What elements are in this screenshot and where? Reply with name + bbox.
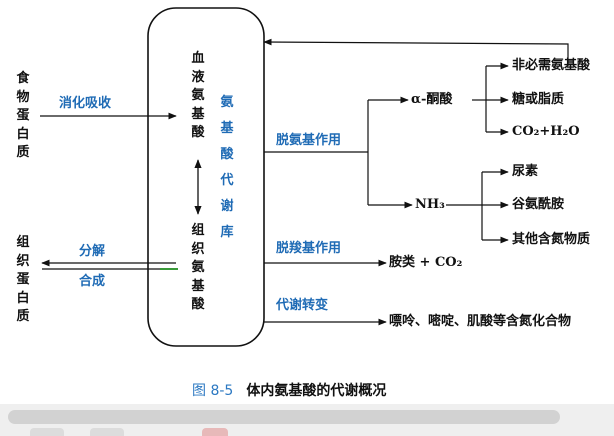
figure-title: 体内氨基酸的代谢概况 bbox=[246, 383, 387, 399]
sugar-or-fat-label: 糖或脂质 bbox=[512, 92, 565, 107]
toolbar-tab-3[interactable] bbox=[202, 428, 228, 436]
purine-pyrimidine-label: 嘌呤、嘧啶、肌酸等含氮化合物 bbox=[389, 314, 572, 329]
decompose-label: 分解 bbox=[79, 244, 106, 259]
glutamine-label: 谷氨酰胺 bbox=[512, 197, 565, 212]
toolbar-tab-1[interactable] bbox=[30, 428, 64, 436]
tissue-amino-acid-label: 组织氨基酸 bbox=[191, 223, 205, 312]
alpha-keto-acid-label: α-酮酸 bbox=[411, 92, 453, 107]
urea-label: 尿素 bbox=[512, 164, 539, 179]
amino-acid-metabolism-diagram bbox=[40, 7, 569, 347]
figure-number: 图 8-5 bbox=[192, 383, 234, 399]
digest-absorb-label: 消化吸收 bbox=[59, 96, 112, 111]
nh3-label: NH₃ bbox=[415, 197, 445, 212]
figure-caption: 图 8-5 体内氨基酸的代谢概况 bbox=[192, 382, 386, 398]
amino-acid-pool-container bbox=[147, 7, 265, 347]
horizontal-scrollbar[interactable] bbox=[8, 410, 560, 424]
decarboxylation-label: 脱羧基作用 bbox=[276, 241, 342, 256]
metabolic-conversion-label: 代谢转变 bbox=[276, 298, 329, 313]
blood-amino-acid-label: 血液氨基酸 bbox=[191, 51, 205, 140]
other-nitrogen-label: 其他含氮物质 bbox=[512, 232, 591, 247]
amino-acid-pool-label: 氨基酸代谢库 bbox=[220, 95, 234, 240]
synthesize-label: 合成 bbox=[79, 274, 106, 289]
co2-h2o-label: CO₂+H₂O bbox=[512, 124, 580, 139]
toolbar-tab-2[interactable] bbox=[90, 428, 124, 436]
feedback-arrow bbox=[263, 38, 569, 66]
food-protein-label: 食物蛋白质 bbox=[16, 71, 30, 160]
nonessential-amino-acid-label: 非必需氨基酸 bbox=[512, 58, 591, 73]
amines-co2-label: 胺类 + CO₂ bbox=[389, 255, 463, 270]
viewer-bottom-bar bbox=[0, 404, 614, 436]
tissue-protein-label: 组织蛋白质 bbox=[16, 235, 30, 324]
deamination-label: 脱氨基作用 bbox=[276, 133, 342, 148]
